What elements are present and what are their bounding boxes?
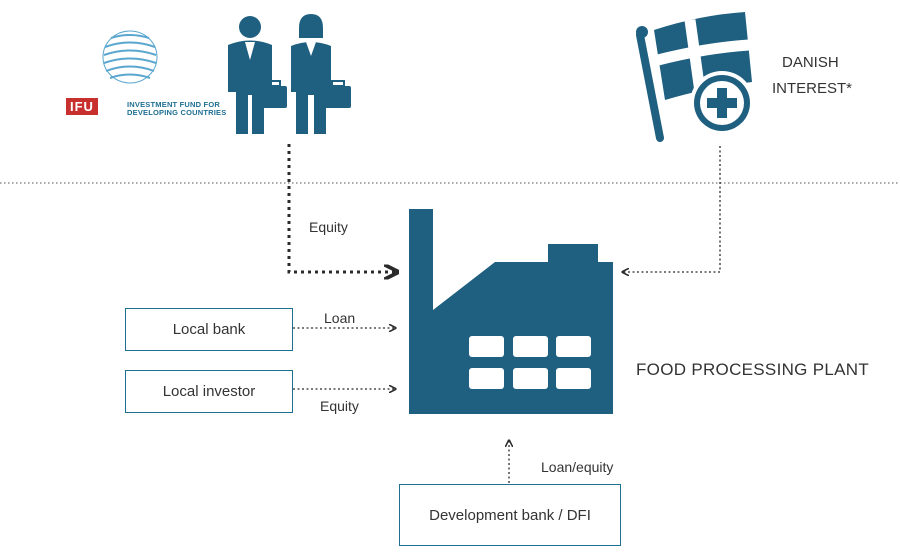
ifu-tagline: INVESTMENT FUND FOR DEVELOPING COUNTRIES [127,101,226,117]
ifu-badge: IFU [66,98,98,115]
investor-equity-label: Equity [320,398,359,414]
local-bank-box: Local bank [125,308,293,351]
local-investor-box: Local investor [125,370,293,413]
danish-interest-line1: DANISH [782,54,839,71]
businessman-icon [228,16,287,134]
local-investor-label: Local investor [162,383,256,400]
danish-flag-icon [636,12,754,142]
food-processing-plant-label: FOOD PROCESSING PLANT [636,360,870,379]
danish-interest-label: DANISH INTEREST* [772,50,852,102]
ifu-tagline-line2: DEVELOPING COUNTRIES [127,108,227,117]
factory-icon [409,209,613,414]
danish-interest-arrow [623,146,721,272]
bank-loan-label: Loan [324,310,356,326]
ifu-equity-arrow [287,144,396,272]
local-bank-label: Local bank [172,321,246,338]
development-bank-box: Development bank / DFI [399,484,621,546]
dfi-loan-equity-label: Loan/equity [541,459,614,475]
danish-interest-line2: INTEREST* [772,80,853,97]
globe-icon [102,30,158,84]
ifu-tagline-line1: INVESTMENT FUND FOR [127,100,220,109]
development-bank-label: Development bank / DFI [429,506,591,524]
ifu-equity-label: Equity [309,219,348,235]
businesswoman-icon [291,14,351,134]
